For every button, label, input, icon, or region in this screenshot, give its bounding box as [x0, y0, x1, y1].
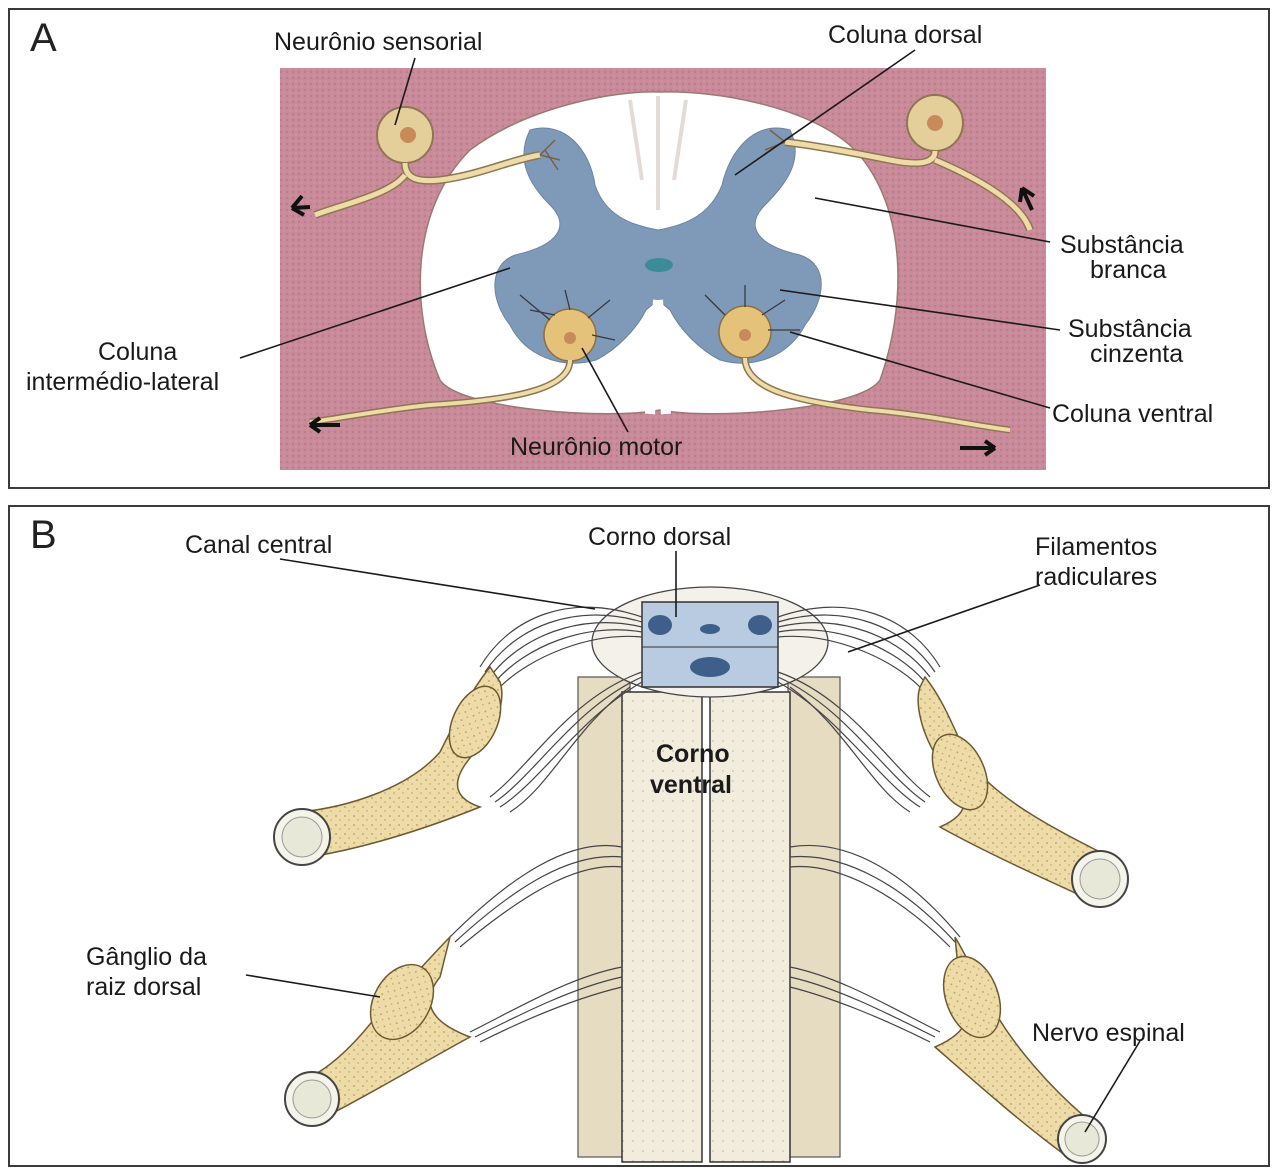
label-corno-ventral-1: Corno	[656, 740, 730, 768]
label-coluna-ventral: Coluna ventral	[1052, 400, 1213, 428]
label-ganglio-raiz-dorsal-1: Gânglio da	[86, 943, 207, 971]
label-substancia-branca-2: branca	[1090, 256, 1167, 284]
label-substancia-cinzenta-1: Substância	[1068, 315, 1192, 343]
cord-top-cross-section	[592, 587, 828, 697]
label-substancia-branca-1: Substância	[1060, 231, 1184, 259]
panel-b: B	[8, 505, 1270, 1167]
label-filamentos-radiculares-1: Filamentos	[1035, 533, 1157, 561]
label-coluna-dorsal: Coluna dorsal	[828, 21, 982, 49]
label-ganglio-raiz-dorsal-2: raiz dorsal	[86, 973, 201, 1001]
label-filamentos-radiculares-2: radiculares	[1035, 563, 1157, 591]
label-coluna-intermedio-lateral-2: intermédio-lateral	[26, 368, 219, 396]
label-substancia-cinzenta-2: cinzenta	[1090, 340, 1183, 368]
cord-column-back-right	[788, 677, 840, 1157]
label-neuronio-motor: Neurônio motor	[510, 433, 682, 461]
spinal-cord-cross-section-diagram: Neurônio sensorial Coluna dorsal Substân…	[10, 10, 1268, 487]
label-corno-ventral-2: ventral	[650, 771, 732, 799]
central-canal	[645, 258, 673, 272]
panel-a: A	[8, 8, 1270, 489]
label-corno-dorsal: Corno dorsal	[588, 523, 731, 551]
label-canal-central: Canal central	[185, 531, 332, 559]
label-nervo-espinal: Nervo espinal	[1032, 1019, 1185, 1047]
spinal-cord-segment-diagram: Canal central Corno dorsal Filamentos ra…	[10, 507, 1268, 1165]
label-neuronio-sensorial: Neurônio sensorial	[274, 28, 482, 56]
label-coluna-intermedio-lateral-1: Coluna	[98, 338, 177, 366]
